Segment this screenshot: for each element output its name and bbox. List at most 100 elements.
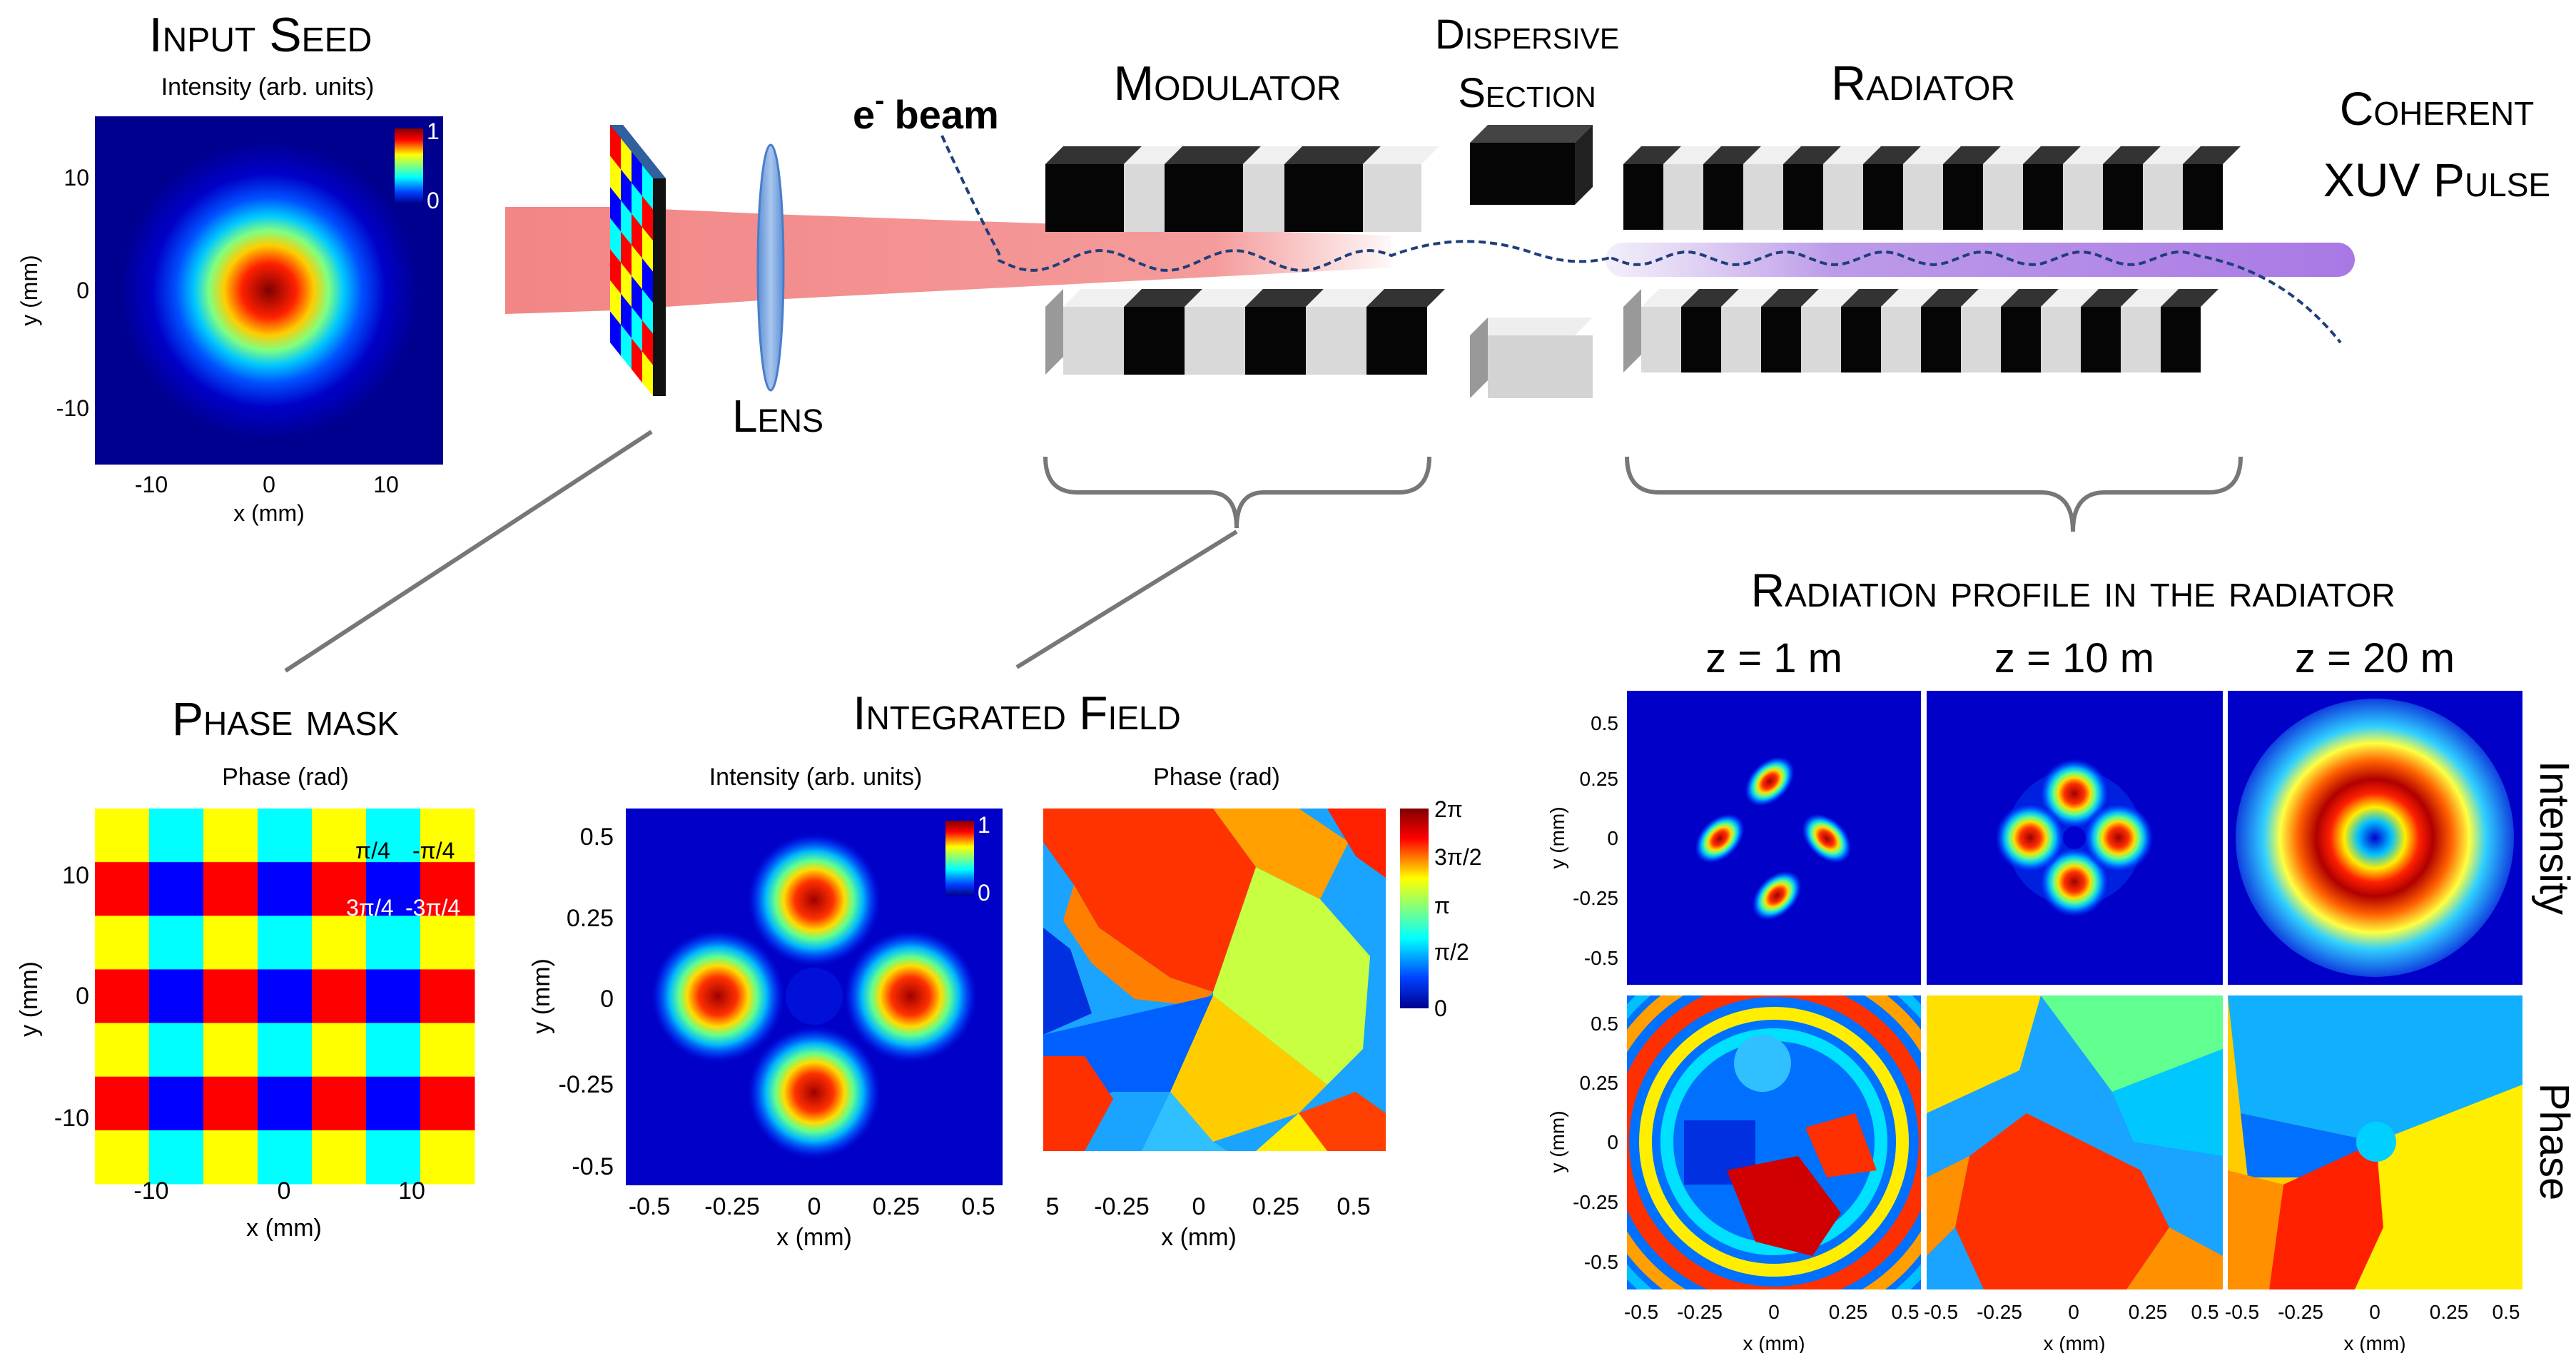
seed-ytick-10: 10 xyxy=(64,165,89,191)
ebeam-beam: beam xyxy=(894,92,998,137)
phase-xtick: 5 xyxy=(1046,1193,1060,1220)
mask-cell xyxy=(203,969,258,1024)
rad-xtick: 0 xyxy=(2369,1301,2380,1323)
int-lobe-bottom xyxy=(746,1025,882,1160)
mask-legend-3pi4: 3π/4 xyxy=(346,895,394,921)
mask-xlabel: x (mm) xyxy=(246,1215,322,1242)
z-label-10m: z = 10 m xyxy=(1994,635,2154,681)
mask-cell xyxy=(366,1023,421,1078)
rad-xlabel-3: x (mm) xyxy=(2343,1332,2405,1353)
seed-xtick-0: 0 xyxy=(263,472,275,497)
phase-mask-plate xyxy=(610,125,666,396)
magnet-top xyxy=(2183,146,2241,164)
phase-cbar-0: 0 xyxy=(1434,995,1447,1021)
magnet-block xyxy=(1743,164,1783,230)
magnet-block xyxy=(2143,164,2183,230)
magnet-top xyxy=(1881,289,1939,307)
magnet-block xyxy=(1641,307,1681,373)
mask-legend-m3pi4: -3π/4 xyxy=(405,895,460,921)
magnet-block xyxy=(1681,307,1721,373)
rad-ytick-bottom: 0.25 xyxy=(1580,1072,1619,1094)
magnet-block xyxy=(1045,164,1124,232)
int-cbar-min: 0 xyxy=(978,880,990,906)
magnet-block xyxy=(2023,164,2063,230)
rad-xlabel-2: x (mm) xyxy=(2043,1332,2105,1353)
magnet-block xyxy=(1823,164,1863,230)
rad-xtick: -0.5 xyxy=(1624,1301,1658,1323)
mask-plate-cell xyxy=(621,200,632,245)
magnet-top xyxy=(1961,289,2019,307)
rad-ylabel-bottom: y (mm) xyxy=(1546,1110,1568,1172)
magnet-block xyxy=(1363,164,1421,232)
mask-cell xyxy=(312,1023,367,1078)
magnet-top xyxy=(2001,289,2059,307)
mask-cell xyxy=(149,1023,204,1078)
seed-ylabel: y (mm) xyxy=(16,255,42,326)
magnet-top xyxy=(1284,146,1381,164)
mask-cell xyxy=(366,809,421,863)
magnet-block xyxy=(1366,307,1427,375)
magnet-block xyxy=(2103,164,2143,230)
phase-xtick: 0.5 xyxy=(1337,1193,1370,1220)
int-phase-subtitle: Phase (rad) xyxy=(1153,764,1280,791)
rad-phase-10m xyxy=(1927,995,2223,1289)
rad-ytick-top: -0.25 xyxy=(1573,887,1618,909)
mask-cell xyxy=(366,916,421,970)
electron-beam-trajectory xyxy=(940,135,2342,344)
int-xtick: 0 xyxy=(808,1193,821,1220)
magnet-top xyxy=(1124,289,1202,307)
rad-phase-20m xyxy=(2228,995,2522,1289)
mask-cell xyxy=(420,1023,475,1078)
magnet-block xyxy=(1783,164,1823,230)
rad-xtick: 0 xyxy=(1768,1301,1780,1323)
mask-cell xyxy=(366,969,421,1024)
seed-cbar-min: 0 xyxy=(427,188,440,213)
mask-cell xyxy=(258,969,313,1024)
mask-plate-cell xyxy=(610,218,621,263)
mask-plate-cell xyxy=(621,231,632,276)
mask-cell xyxy=(95,1130,150,1185)
phase-xtick: 0 xyxy=(1192,1193,1206,1220)
mask-cell xyxy=(203,1130,258,1185)
row-label-phase: Phase xyxy=(2531,1083,2576,1200)
magnet-block xyxy=(1943,164,1983,230)
magnet-block xyxy=(2081,307,2121,373)
mask-cell xyxy=(95,1076,150,1131)
seed-ytick-m10: -10 xyxy=(56,395,89,421)
seed-xtick-m10: -10 xyxy=(135,472,168,497)
mask-cell xyxy=(203,862,258,916)
beamline xyxy=(284,125,2355,673)
magnet-top xyxy=(1306,289,1384,307)
magnet-top xyxy=(1703,146,1761,164)
seed-ytick-0: 0 xyxy=(76,278,89,303)
mask-cell xyxy=(258,1023,313,1078)
mask-cell xyxy=(420,969,475,1024)
magnet-top xyxy=(1045,146,1142,164)
magnet-side xyxy=(1045,289,1063,375)
magnet-block xyxy=(1306,307,1366,375)
magnet-block xyxy=(1863,164,1903,230)
magnet-top xyxy=(2121,289,2179,307)
magnet-block xyxy=(1243,164,1284,232)
magnet-top xyxy=(1185,289,1263,307)
int-xtick: -0.25 xyxy=(704,1193,760,1220)
mask-plate-cell xyxy=(632,307,642,352)
coherent-title-line2: XUV Pulse xyxy=(2323,153,2550,206)
magnet-top xyxy=(1743,146,1801,164)
rad-int-10m-lobes xyxy=(1994,758,2154,918)
magnet-top xyxy=(2023,146,2081,164)
mask-cell xyxy=(95,969,150,1024)
mask-cell xyxy=(149,1076,204,1131)
input-seed-title: Input Seed xyxy=(149,8,372,62)
mask-plate-cell xyxy=(642,351,653,396)
rad-xtick: 0.5 xyxy=(2191,1301,2219,1323)
magnet-top xyxy=(1243,146,1302,164)
magnet-top xyxy=(1681,289,1739,307)
mask-cell xyxy=(203,1076,258,1131)
mask-plate-cell xyxy=(610,187,621,232)
rad-xtick: 0.5 xyxy=(1892,1301,1920,1323)
mask-plate-cell xyxy=(610,156,621,201)
mask-plate-cell xyxy=(632,275,642,321)
mask-cell xyxy=(149,809,204,863)
